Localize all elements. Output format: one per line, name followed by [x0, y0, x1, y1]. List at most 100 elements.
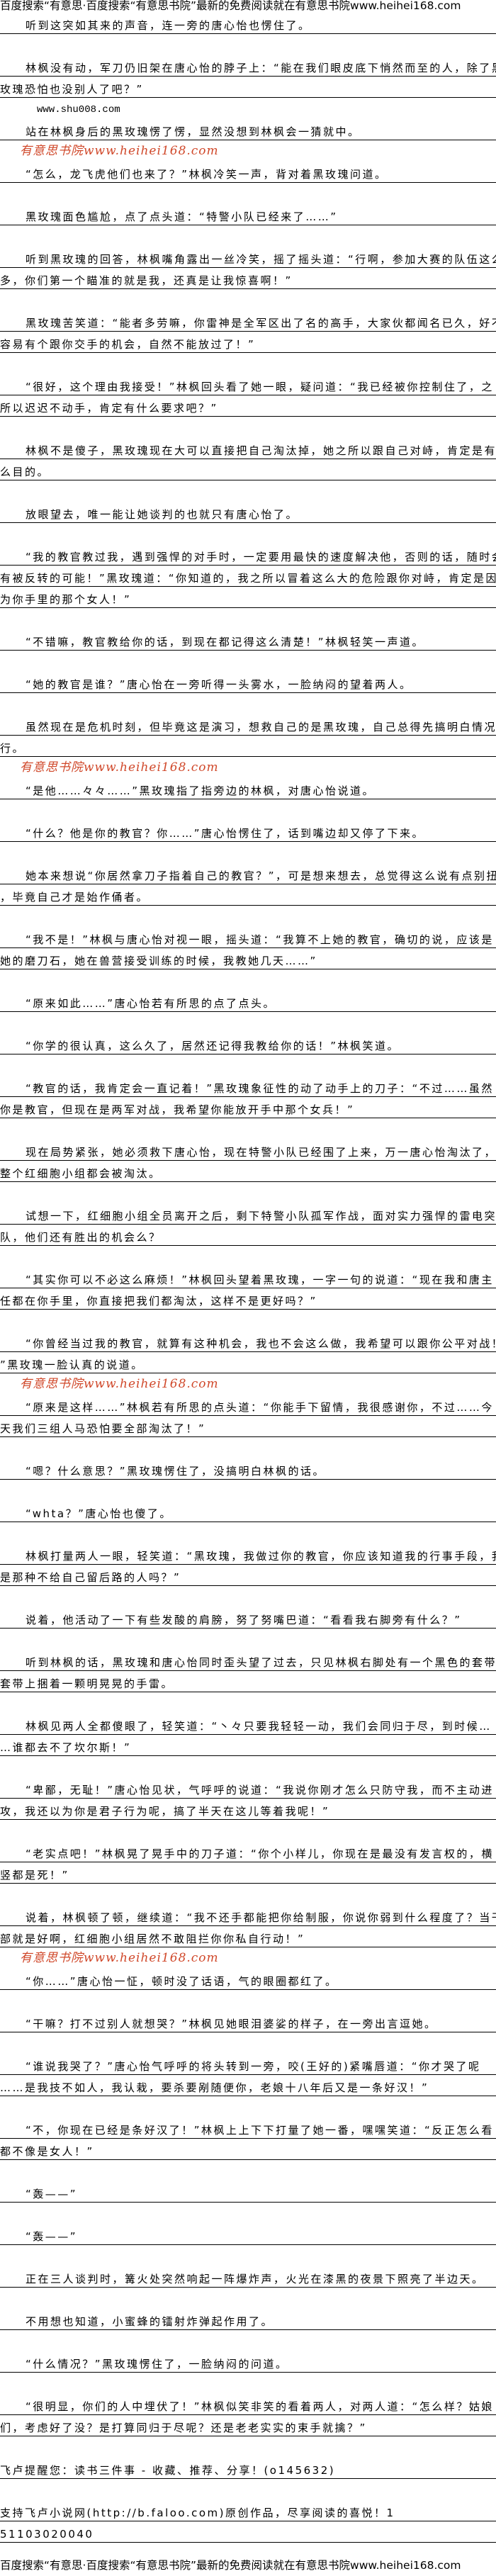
paragraph-gap: [0, 417, 496, 438]
paragraph-gap: [0, 2096, 496, 2117]
paragraph-line: 听到林枫的话，黑玫瑰和唐心怡同时歪头望了过去，只见林枫右脚处有一个黑色的套带，: [0, 1650, 496, 1671]
paragraph-line: ……是我技不如人，我认栽，要杀要剐随便你，老娘十八年后又是一条好汉！”: [0, 2075, 496, 2096]
site-note-line: 飞卢提醒您：读书三件事 - 收藏、推荐、分享！(o145632): [0, 2458, 496, 2479]
paragraph-line: 攻，我还以为你是君子行为呢，搞了半天在这儿等着我呢！”: [0, 1799, 496, 1820]
paragraph-line: “干嘛？打不过别人就想哭？”林枫见她眼泪婆娑的样子，在一旁出言逗她。: [0, 2011, 496, 2032]
paragraph-gap: [0, 1884, 496, 1905]
paragraph-gap: [0, 1756, 496, 1777]
paragraph-gap: [0, 523, 496, 544]
paragraph-gap: [0, 2203, 496, 2224]
paragraph-line: 放眼望去，唯一能让她谈判的也就只有唐心怡了。: [0, 502, 496, 523]
paragraph-line: “whta？”唐心怡也傻了。: [0, 1501, 496, 1522]
paragraph-gap: [0, 2373, 496, 2394]
paragraph-gap: [0, 1310, 496, 1331]
paragraph-line: 现在局势紧张，她必须救下唐心怡，现在特警小队已经围了上来，万一唐心怡淘汰了，那: [0, 1140, 496, 1161]
paragraph-gap: [0, 1586, 496, 1607]
paragraph-line: “原来是这样……”林枫若有所思的点头道：“你能手下留情，我很感谢你，不过……今: [0, 1395, 496, 1416]
paragraph-line: “卑鄙，无耻！”唐心怡见状，气呼呼的说道：“我说你刚才怎么只防守我，而不主动进: [0, 1777, 496, 1799]
paragraph-line: 林枫不是傻子，黑玫瑰现在大可以直接把自己淘汰掉，她之所以跟自己对峙，肯定是有什: [0, 438, 496, 459]
paragraph-line: 试想一下，红细胞小组全员离开之后，剩下特警小队孤军作战，面对实力强悍的雷电突击: [0, 1203, 496, 1225]
paragraph-gap: [0, 2288, 496, 2309]
paragraph-line: 黑玫瑰苦笑道：“能者多劳嘛，你雷神是全军区出了名的高手，大家伙都闻名已久，好不: [0, 310, 496, 332]
paragraph-line: 站在林枫身后的黑玫瑰愣了愣，显然没想到林枫会一猜就中。: [0, 119, 496, 140]
paragraph-gap: [0, 353, 496, 374]
paragraph-line: ，毕竟自己才是始作俑者。: [0, 884, 496, 906]
paragraph-line: 部就是好啊，红细胞小组居然不敢阻拦你你私自行动！”: [0, 1926, 496, 1947]
paragraph-line: 林枫打量两人一眼，轻笑道：“黑玫瑰，我做过你的教官，你应该知道我的行事手段，我: [0, 1543, 496, 1565]
paragraph-gap: [0, 1990, 496, 2011]
paragraph-line: 么目的。: [0, 459, 496, 480]
paragraph-gap: [0, 1054, 496, 1076]
paragraph-gap: [0, 799, 496, 821]
paragraph-gap: [0, 2160, 496, 2181]
paragraph-line: 是那种不给自己留后路的人吗？”: [0, 1565, 496, 1586]
paragraph-gap: [0, 2436, 496, 2458]
paragraph-line: “不错嘛，教官教给你的话，到现在都记得这么清楚！”林枫轻笑一声道。: [0, 629, 496, 651]
paragraph-gap: [0, 1820, 496, 1841]
paragraph-line: “轰——”: [0, 2224, 496, 2245]
paragraph-line: ”黑玫瑰一脸认真的说道。: [0, 1352, 496, 1373]
paragraph-line: 为你手里的那个女人！”: [0, 587, 496, 608]
paragraph-line: 林枫没有动，军刀仍旧架在唐心怡的脖子上：“能在我们眼皮底下悄然而至的人，除了黑: [0, 55, 496, 77]
paragraph-line: “我的教官教过我，遇到强悍的对手时，一定要用最快的速度解决他，否则的话，随时会: [0, 544, 496, 566]
paragraph-gap: 有意思书院www.heihei168.com: [0, 140, 496, 162]
paragraph-line: “你学的很认真，这么久了，居然还记得我教给你的话！”林枫笑道。: [0, 1033, 496, 1054]
paragraph-line: 虽然现在是危机时刻，但毕竟这是演习，想救自己的是黑玫瑰，自己总得先搞明白情况才: [0, 714, 496, 736]
watermark: 有意思书院www.heihei168.com: [20, 1951, 219, 1965]
paragraph-gap: [0, 1182, 496, 1203]
paragraph-line: 她的磨刀石，她在兽营接受训练的时候，我教她几天……”: [0, 948, 496, 969]
paragraph-line: 林枫见两人全都傻眼了，轻笑道：“丶々只要我轻轻一动，我们会同归于尽，到时候…: [0, 1714, 496, 1735]
paragraph-gap: [0, 969, 496, 991]
paragraph-gap: [0, 1246, 496, 1267]
paragraph-line: 有被反转的可能！”黑玫瑰道：“你知道的，我之所以冒着这么大的危险跟你对峙，肯定是…: [0, 566, 496, 587]
footer-banner: 百度搜索“有意思·百度搜索“有意思书院”最新的免费阅读就在有意思书院www.he…: [0, 2559, 461, 2572]
paragraph-gap: 有意思书院www.heihei168.com: [0, 757, 496, 778]
paragraph-gap: [0, 608, 496, 629]
paragraph-line: “教官的话，我肯定会一直记着！”黑玫瑰象征性的动了动手上的刀子：“不过……虽然: [0, 1076, 496, 1097]
paragraph-line: “老实点吧！”林枫晃了晃手中的刀子道：“你个小样儿，你现在是最没有发言权的，横: [0, 1841, 496, 1862]
paragraph-line: 行。: [0, 736, 496, 757]
paragraph-line: 们，考虑好了没？是打算同归于尽呢？还是老老实实的束手就擒？”: [0, 2415, 496, 2436]
paragraph-gap: [0, 842, 496, 863]
paragraph-line: 都不像是女人！”: [0, 2139, 496, 2160]
site-note-line: 51103020040: [0, 2521, 496, 2543]
paragraph-line: 所以迟迟不动手，肯定有什么要求吧？”: [0, 395, 496, 417]
paragraph-gap: [0, 289, 496, 310]
paragraph-line: “是他……々々……”黑玫瑰指了指旁边的林枫，对唐心怡说道。: [0, 778, 496, 799]
paragraph-line: 竖都是死！”: [0, 1862, 496, 1884]
paragraph-gap: [0, 1118, 496, 1140]
paragraph-gap: [0, 1012, 496, 1033]
paragraph-line: 说着，他活动了一下有些发酸的肩膀，努了努嘴巴道：“看看我右脚旁有什么？”: [0, 1607, 496, 1629]
paragraph-gap: [0, 1692, 496, 1714]
paragraph-gap: [0, 1437, 496, 1458]
paragraph-line: “什么？他是你的教官？你……”唐心怡愣住了，话到嘴边却又停了下来。: [0, 821, 496, 842]
paragraph-gap: [0, 1522, 496, 1543]
paragraph-gap: 有意思书院www.heihei168.com: [0, 1947, 496, 1969]
paragraph-line: 整个红细胞小组都会被淘汰。: [0, 1161, 496, 1182]
paragraph-line: 多，你们第一个瞄准的就是我，还真是让我惊喜啊！”: [0, 268, 496, 289]
paragraph-line: “我不是！”林枫与唐心怡对视一眼，摇头道：“我算不上她的教官，确切的说，应该是: [0, 927, 496, 948]
paragraph-line: …谁都去不了坎尔斯！”: [0, 1735, 496, 1756]
paragraph-line: 说着，林枫顿了顿，继续道：“我不还手都能把你给制服，你说你弱到什么程度了？当干: [0, 1905, 496, 1926]
paragraph-line: “什么情况？”黑玫瑰愣住了，一脸纳闷的问道。: [0, 2351, 496, 2373]
paragraph-line: “嗯？什么意思？”黑玫瑰愣住了，没搞明白林枫的话。: [0, 1458, 496, 1480]
paragraph-gap: [0, 693, 496, 714]
paragraph-line: 套带上捆着一颗明晃晃的手雷。: [0, 1671, 496, 1692]
paragraph-line: 玫瑰恐怕也没别人了吧？”: [0, 77, 496, 98]
paragraph-line: “其实你可以不必这么麻烦！”林枫回头望着黑玫瑰，一字一句的说道：“现在我和唐主: [0, 1267, 496, 1288]
header-banner: 百度搜索“有意思·百度搜索“有意思书院”最新的免费阅读就在有意思书院www.he…: [0, 0, 461, 12]
paragraph-line: “轰——”: [0, 2181, 496, 2203]
paragraph-line: 不用想也知道，小蜜蜂的镭射炸弹起作用了。: [0, 2309, 496, 2330]
paragraph-gap: 有意思书院www.heihei168.com: [0, 1373, 496, 1395]
paragraph-gap: [0, 651, 496, 672]
paragraph-gap: [0, 225, 496, 247]
paragraph-line: 正在三人谈判时，篝火处突然响起一阵爆炸声，火光在漆黑的夜景下照亮了半边天。: [0, 2266, 496, 2288]
paragraph-line: “你曾经当过我的教官，就算有这种机会，我也不会这么做，我希望可以跟你公平对战！: [0, 1331, 496, 1352]
paragraph-line: “怎么，龙飞虎他们也来了？”林枫冷笑一声，背对着黑玫瑰问道。: [0, 162, 496, 183]
paragraph-line: “她的教官是谁？”唐心怡在一旁听得一头雾水，一脸纳闷的望着两人。: [0, 672, 496, 693]
source-link-text: www.shu008.com: [37, 104, 120, 116]
paragraph-gap: [0, 183, 496, 204]
paragraph-line: 她本来想说“你居然拿刀子指着自己的教官？”，可是想来想去，总觉得这么说有点别扭: [0, 863, 496, 884]
paragraph-line: 容易有个跟你交手的机会，自然不能放过了！”: [0, 332, 496, 353]
paragraph-gap: [0, 2479, 496, 2500]
